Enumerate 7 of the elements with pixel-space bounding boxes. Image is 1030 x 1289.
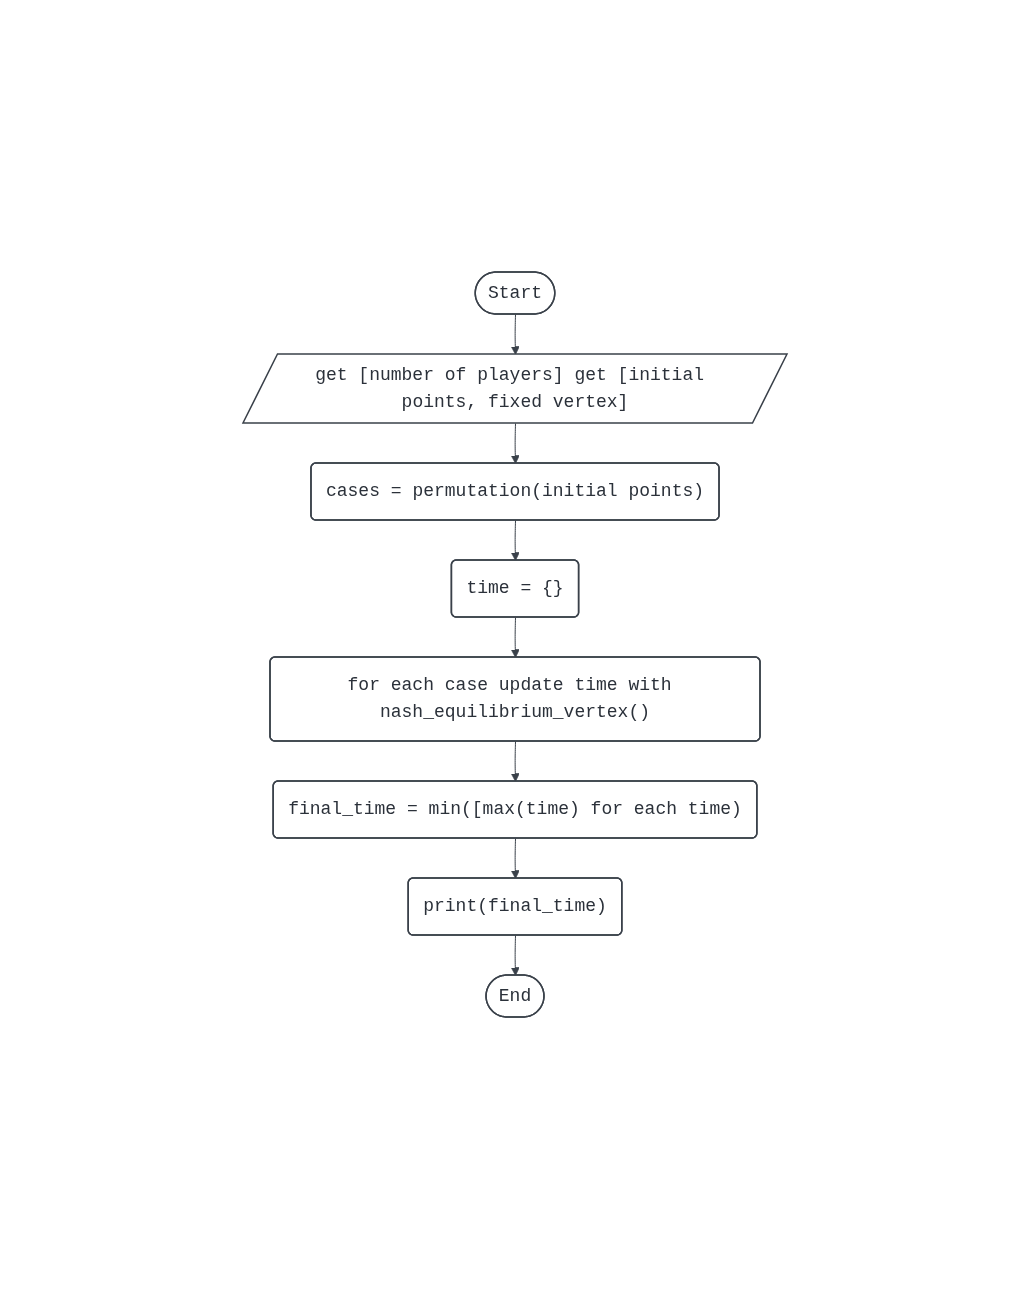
arrow <box>510 314 520 355</box>
arrow <box>510 617 520 658</box>
arrow <box>510 838 520 879</box>
arrow <box>510 741 520 782</box>
arrow <box>510 520 520 561</box>
arrow <box>510 935 520 976</box>
arrow <box>510 423 520 464</box>
